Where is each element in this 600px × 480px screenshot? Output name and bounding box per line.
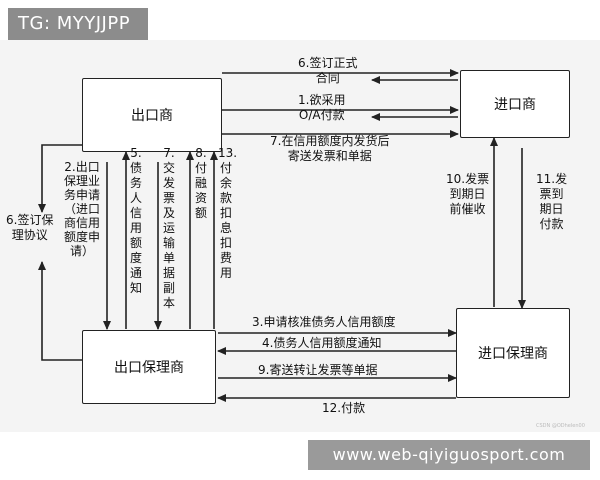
label-f12: 12.付款: [322, 401, 366, 415]
label-line: 1.欲采用: [298, 93, 346, 107]
label-f9: 9.寄送转让发票等单据: [258, 363, 378, 377]
label-char: 用: [219, 266, 232, 280]
label-line: 期日: [539, 202, 564, 216]
label-line: 额度申: [64, 230, 101, 244]
label-line: 前催收: [449, 202, 486, 216]
label-char: 8.: [195, 146, 207, 160]
label-f13: 13.付余款扣息扣费用: [218, 146, 238, 281]
label-char: 扣: [219, 236, 232, 250]
label-line: 付款: [539, 217, 564, 231]
label-f7b: 7.交发票及运输单据副本: [162, 146, 176, 311]
label-line: 请）: [70, 244, 95, 258]
watermark-tag: TG: MYYJJPP: [8, 8, 148, 40]
label-char: 度: [129, 251, 142, 265]
label-line: 2.出口: [64, 160, 100, 174]
label-char: 单: [162, 251, 175, 265]
label-line: （进口: [64, 202, 101, 216]
arrow-6b-top: [38, 144, 82, 213]
label-line: 6.签订保: [6, 213, 54, 227]
label-char: 输: [162, 236, 175, 250]
label-line: 7.在信用额度内发货后: [270, 134, 390, 148]
label-char: 副: [162, 281, 175, 295]
label-char: 本: [162, 296, 175, 310]
label-f11: 11.发票到期日付款: [536, 172, 567, 232]
label-line: 寄送发票和单据: [287, 149, 372, 163]
label-line: 10.发票: [446, 172, 490, 186]
label-char: 7.: [163, 146, 175, 160]
label-line: O/A付款: [298, 108, 345, 122]
label-char: 用: [129, 221, 142, 235]
label-char: 费: [219, 251, 232, 265]
label-char: 融: [194, 176, 207, 190]
credit-text: CSDN @ODhelen00: [536, 423, 585, 429]
label-f6a: 6.签订正式合同: [298, 56, 357, 86]
watermark-url: www.web-qiyiguosport.com: [308, 440, 590, 470]
label-char: 信: [129, 206, 142, 220]
label-f3: 3.申请核准债务人信用额度: [252, 315, 396, 329]
label-char: 票: [162, 191, 175, 205]
label-line: 保理业: [64, 174, 101, 188]
label-line: 6.签订正式: [298, 56, 358, 70]
label-char: 人: [129, 191, 142, 205]
label-char: 付: [219, 161, 232, 175]
label-char: 据: [162, 266, 175, 280]
label-char: 及: [162, 206, 175, 220]
node-exporter: 出口商: [82, 78, 222, 152]
label-line: 11.发: [536, 172, 568, 186]
node-import-factor: 进口保理商: [456, 308, 570, 398]
label-char: 额: [194, 206, 207, 220]
label-char: 扣: [219, 206, 232, 220]
node-importer: 进口商: [460, 70, 570, 138]
label-line: 合同: [315, 71, 340, 85]
arrow-6b-bottom: [38, 261, 82, 361]
label-char: 通: [129, 266, 142, 280]
label-f10: 10.发票到期日前催收: [446, 172, 489, 217]
label-char: 发: [162, 176, 175, 190]
label-char: 付: [194, 161, 207, 175]
label-char: 务: [129, 176, 142, 190]
label-f5: 5.债务人信用额度通知: [129, 146, 143, 296]
label-f6b: 6.签订保理协议: [6, 213, 53, 243]
label-char: 款: [219, 191, 232, 205]
label-char: 13.: [218, 146, 238, 160]
flow-arrows: [38, 69, 526, 402]
label-char: 5.: [130, 146, 142, 160]
label-char: 交: [162, 161, 175, 175]
label-char: 资: [194, 191, 207, 205]
label-line: 务申请: [64, 188, 101, 202]
label-line: 商信用: [64, 216, 101, 230]
node-export-factor: 出口保理商: [82, 330, 216, 404]
label-char: 额: [129, 236, 142, 250]
label-line: 理协议: [11, 228, 48, 242]
label-line: 票到: [539, 187, 564, 201]
label-char: 运: [162, 221, 175, 235]
label-f4: 4.债务人信用额度通知: [262, 336, 382, 350]
label-char: 息: [219, 221, 232, 235]
label-f7a: 7.在信用额度内发货后寄送发票和单据: [270, 134, 389, 164]
label-line: 到期日: [449, 187, 486, 201]
label-char: 余: [219, 176, 232, 190]
label-f8: 8.付融资额: [194, 146, 208, 221]
label-char: 知: [129, 281, 142, 295]
label-f2: 2.出口保理业务申请（进口商信用额度申请）: [64, 160, 100, 258]
label-char: 债: [129, 161, 142, 175]
